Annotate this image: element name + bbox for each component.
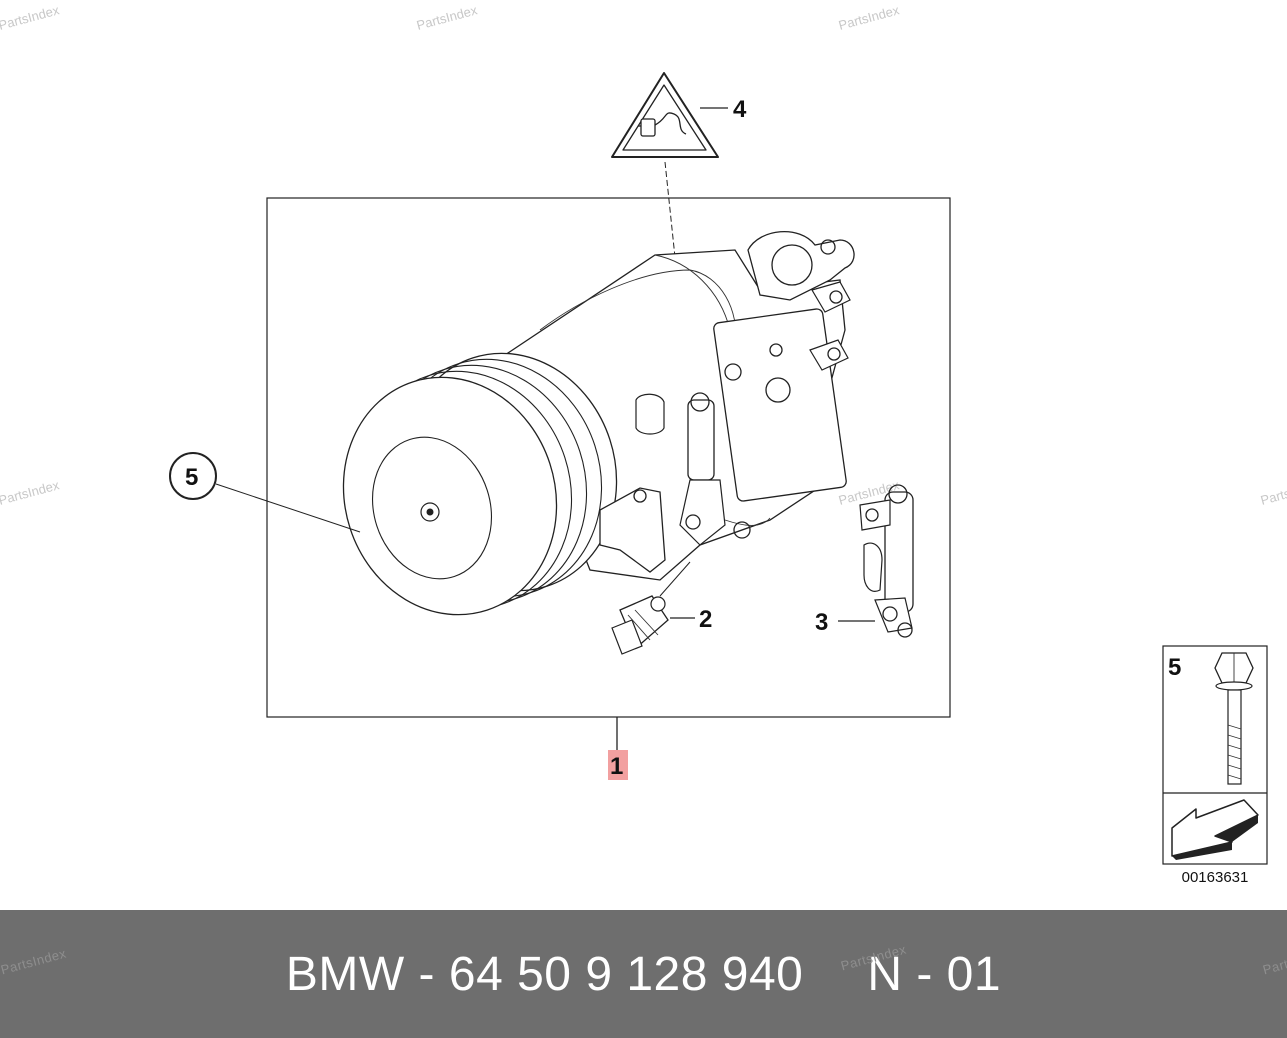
callout-1[interactable]: 1 — [610, 753, 623, 780]
diagram-number: 00163631 — [1181, 869, 1249, 886]
arrow-left-icon — [1171, 799, 1259, 860]
sensor-part — [859, 484, 914, 638]
callout-1-highlight — [608, 750, 628, 780]
pressure-sensor-assembly — [599, 392, 726, 573]
watermark: PartsIndex — [415, 2, 479, 33]
leader-line-5 — [215, 483, 361, 533]
watermark: PartsIndex — [0, 945, 68, 978]
callout-5: 5 — [185, 464, 198, 491]
leader-line-2a — [659, 561, 691, 597]
parts-diagram: PartsIndex PartsIndex PartsIndex PartsIn… — [0, 2, 1287, 865]
callout-4: 4 — [733, 96, 747, 123]
variant-code: N - 01 — [867, 947, 1002, 1001]
watermark: PartsIndex — [1261, 945, 1287, 978]
watermark: PartsIndex — [837, 2, 901, 33]
valve-fitting — [611, 595, 669, 655]
part-number-banner: BMW - 64 50 9 128 940 N - 01 PartsIndex … — [0, 910, 1287, 1038]
callout-3: 3 — [815, 609, 828, 636]
bolt-icon — [1214, 652, 1254, 785]
brand-part-number: BMW - 64 50 9 128 940 — [285, 947, 804, 1001]
assembly-frame — [266, 197, 951, 718]
callout-5-circle — [169, 452, 217, 500]
watermark: PartsIndex — [1259, 477, 1287, 508]
watermark: PartsIndex — [0, 477, 61, 508]
inset-callout-5: 5 — [1168, 654, 1181, 681]
watermark: PartsIndex — [0, 2, 61, 33]
pulley — [342, 352, 618, 616]
warning-triangle-icon — [611, 72, 719, 158]
callout-2: 2 — [699, 606, 712, 633]
